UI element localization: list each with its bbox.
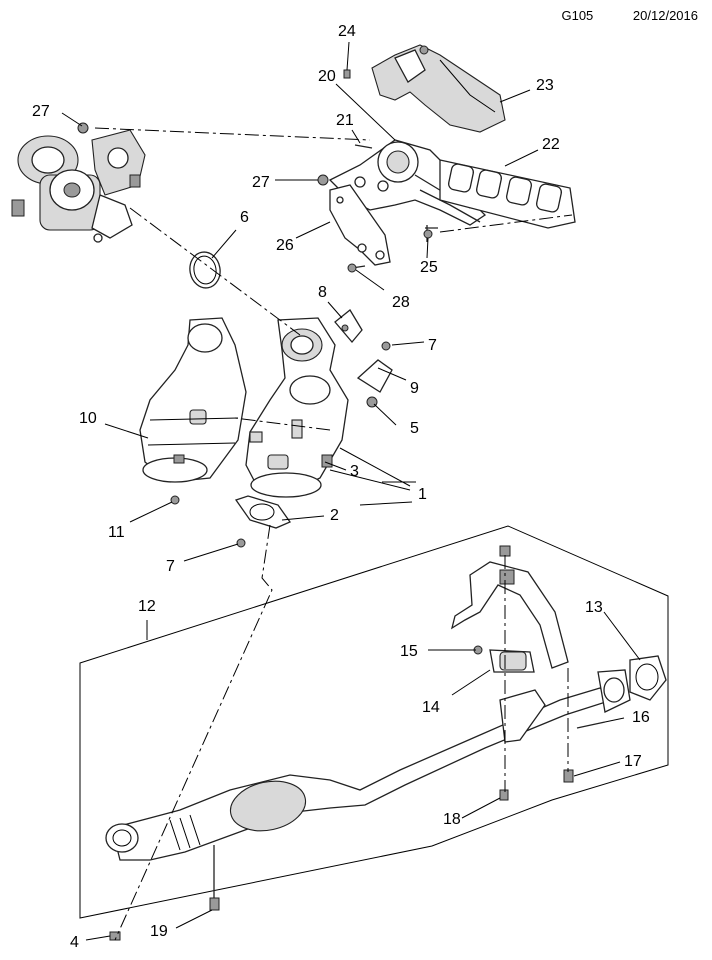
catalyst-brackets (170, 309, 393, 548)
diagram-code: G105 (561, 8, 594, 23)
callout-3: 3 (350, 463, 359, 480)
pipe-hanger-bracket (450, 561, 569, 743)
turbocharger (11, 129, 146, 243)
callout-25: 25 (420, 259, 438, 276)
callout-15: 15 (400, 643, 418, 660)
callout-labels: 24 20 23 21 27 22 27 6 26 25 8 28 7 9 10… (32, 23, 650, 951)
callout-5: 5 (410, 420, 419, 437)
manifold-bracket (329, 184, 391, 266)
diagram-date: 20/12/2016 (632, 8, 698, 23)
manifold-heat-shield (371, 44, 506, 133)
assembly-centerlines (94, 127, 573, 941)
callout-26: 26 (276, 237, 294, 254)
callout-12: 12 (138, 598, 156, 615)
callout-1: 1 (418, 486, 427, 503)
callout-22: 22 (542, 136, 560, 153)
exhaust-front-pipe (105, 669, 631, 861)
leader-lines (61, 41, 641, 941)
callout-24: 24 (338, 23, 356, 40)
callout-4: 4 (70, 934, 79, 951)
manifold-gasket (439, 159, 576, 229)
callout-2: 2 (330, 507, 339, 524)
callout-7a: 7 (428, 337, 437, 354)
diagram-header: G105 20/12/2016 (525, 8, 698, 23)
callout-19: 19 (150, 923, 168, 940)
callout-27b: 27 (252, 174, 270, 191)
manifold-fasteners (77, 69, 438, 273)
callout-6: 6 (240, 209, 249, 226)
callout-7b: 7 (166, 558, 175, 575)
catalyst-heat-shield (139, 317, 247, 483)
callout-8: 8 (318, 284, 327, 301)
pipe-flange-gasket (629, 655, 667, 701)
catalytic-converter (245, 317, 349, 498)
callout-27a: 27 (32, 103, 50, 120)
callout-28: 28 (392, 294, 410, 311)
callout-16: 16 (632, 709, 650, 726)
catalyst-gasket (234, 495, 291, 529)
callout-20: 20 (318, 68, 336, 85)
pipe-assembly-frame (79, 525, 669, 919)
callout-9: 9 (410, 380, 419, 397)
callout-11: 11 (108, 524, 125, 541)
callout-23: 23 (536, 77, 554, 94)
callout-17: 17 (624, 753, 642, 770)
callout-21: 21 (336, 112, 354, 129)
callout-18: 18 (443, 811, 461, 828)
callout-10: 10 (79, 410, 97, 427)
callout-13: 13 (585, 599, 603, 616)
callout-14: 14 (422, 699, 440, 716)
